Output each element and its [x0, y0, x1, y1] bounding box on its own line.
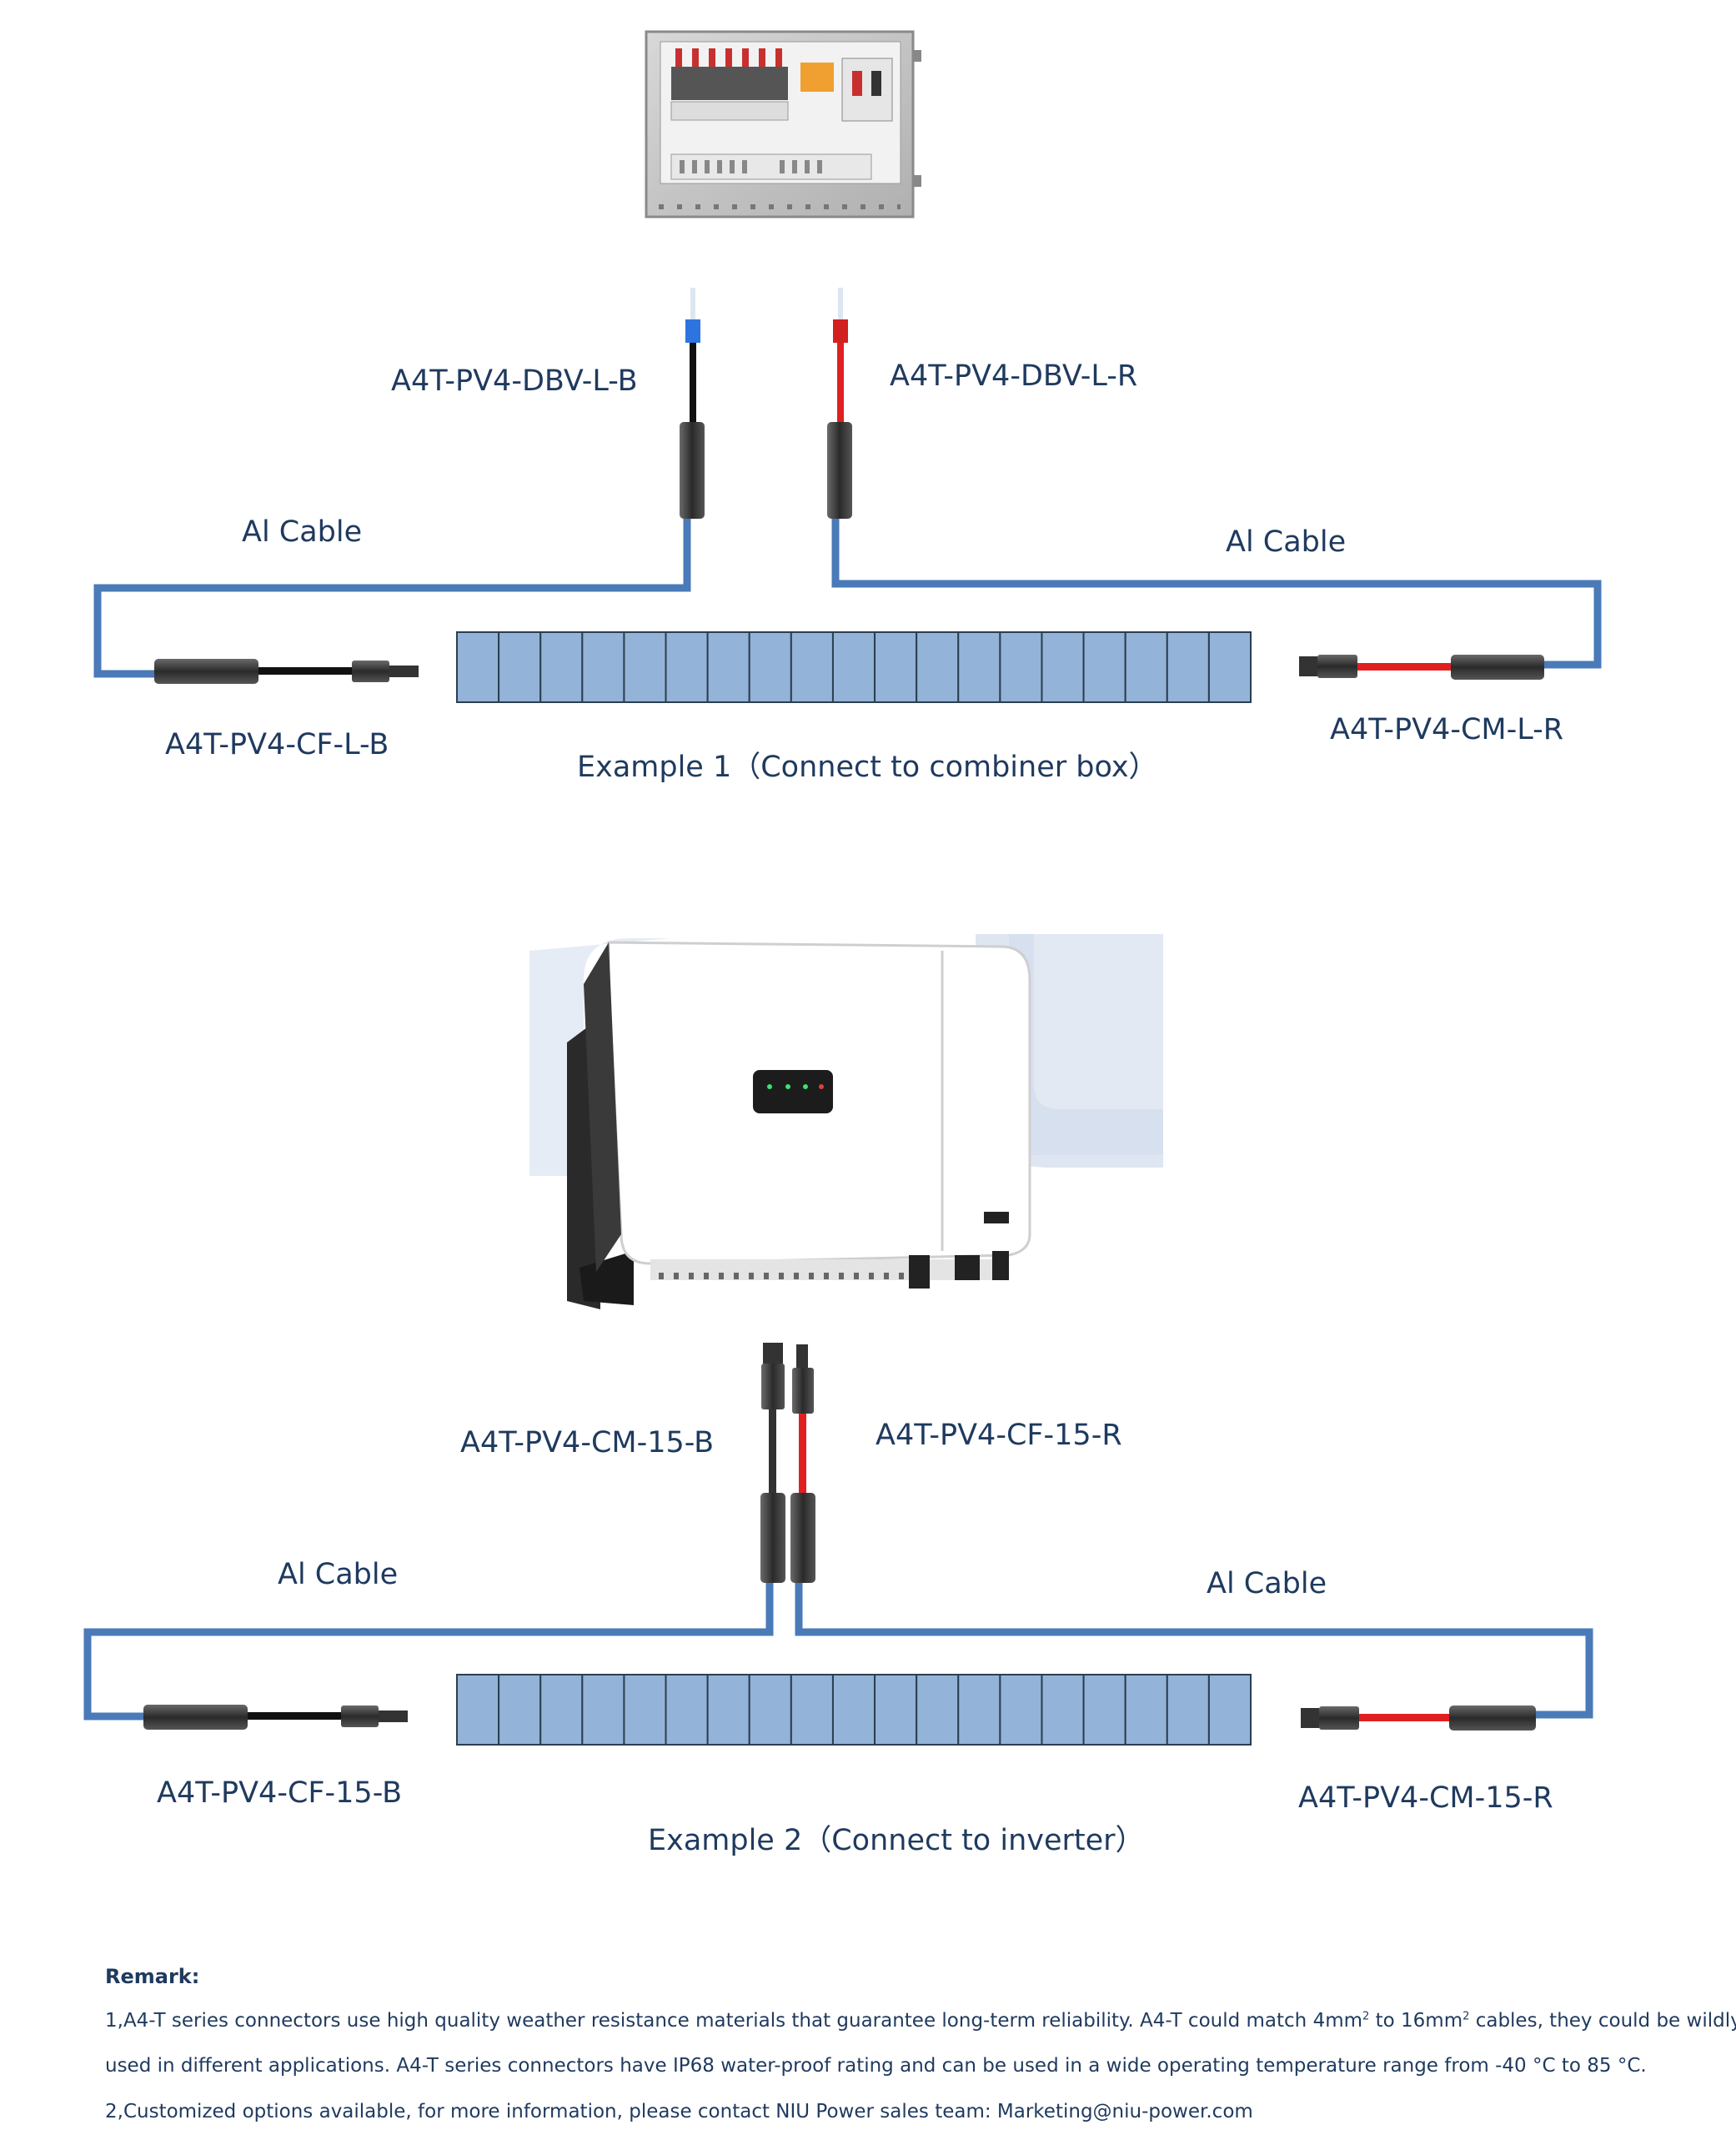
label-al-cable-right-2: Al Cable [1207, 1567, 1327, 1600]
dbv-connector-black [680, 288, 705, 519]
solar-panel-cell [665, 631, 709, 703]
solar-panel-cell [456, 631, 500, 703]
solar-panel-cell [1082, 1674, 1126, 1746]
cf-connector-red-2 [790, 1344, 815, 1583]
solar-panel-row-2 [456, 1674, 1252, 1746]
solar-panel-cell [706, 1674, 750, 1746]
solar-panel-cell [706, 631, 750, 703]
solar-panel-cell [999, 631, 1043, 703]
remark-title: Remark: [105, 1965, 200, 1988]
solar-panel-cell [581, 1674, 625, 1746]
solar-panel-cell [831, 631, 876, 703]
label-al-cable-left-1: Al Cable [242, 515, 363, 549]
solar-panel-cell [539, 1674, 584, 1746]
solar-panel-cell [1207, 1674, 1252, 1746]
solar-panel-cell [874, 1674, 918, 1746]
solar-panel-cell [456, 1674, 500, 1746]
label-dbv-l-b: A4T-PV4-DBV-L-B [391, 364, 638, 398]
label-al-cable-right-1: Al Cable [1226, 525, 1347, 559]
solar-panel-cell [957, 1674, 1001, 1746]
solar-panel-cell [916, 631, 960, 703]
solar-panel-cell [1082, 631, 1126, 703]
solar-panel-cell [1041, 631, 1085, 703]
solar-panel-cell [1207, 631, 1252, 703]
solar-panel-cell [748, 1674, 792, 1746]
solar-panel-cell [1124, 631, 1168, 703]
label-cm-l-r: A4T-PV4-CM-L-R [1330, 713, 1564, 746]
caption-example-1: Example 1（Connect to combiner box） [577, 751, 1158, 784]
al-cable-right-2 [795, 1576, 1593, 1719]
cf-connector-black-1 [154, 659, 419, 684]
label-dbv-l-r: A4T-PV4-DBV-L-R [890, 359, 1138, 393]
label-cf-15-b: A4T-PV4-CF-15-B [157, 1776, 403, 1810]
cm-connector-red-1 [1299, 655, 1544, 680]
solar-panel-cell [1124, 1674, 1168, 1746]
solar-panel-cell [623, 631, 667, 703]
remark-line-3: 2,Customized options available, for more… [105, 2101, 1253, 2122]
solar-panel-cell [539, 631, 584, 703]
solar-panel-cell [1166, 631, 1210, 703]
solar-panel-cell [498, 631, 542, 703]
combiner-box-image [645, 30, 921, 219]
cm-connector-black-2 [760, 1343, 785, 1583]
solar-panel-cell [999, 1674, 1043, 1746]
solar-panel-cell [874, 631, 918, 703]
solar-panel-cell [623, 1674, 667, 1746]
cm-connector-red-2 [1301, 1705, 1536, 1731]
solar-panel-cell [790, 1674, 834, 1746]
remark-line-1: 1,A4-T series connectors use high qualit… [105, 2010, 1736, 2032]
solar-panel-cell [498, 1674, 542, 1746]
al-cable-left-2 [83, 1576, 774, 1721]
solar-panel-row-1 [456, 631, 1252, 703]
label-cf-l-b: A4T-PV4-CF-L-B [165, 728, 389, 761]
label-cm-15-b: A4T-PV4-CM-15-B [460, 1426, 715, 1459]
label-cf-15-r: A4T-PV4-CF-15-R [876, 1419, 1122, 1452]
label-cm-15-r: A4T-PV4-CM-15-R [1298, 1781, 1553, 1815]
solar-panel-cell [790, 631, 834, 703]
inverter-image [529, 934, 1163, 1309]
caption-example-2: Example 2（Connect to inverter） [648, 1824, 1145, 1857]
dbv-connector-red [827, 288, 852, 519]
solar-panel-cell [1041, 1674, 1085, 1746]
solar-panel-cell [831, 1674, 876, 1746]
solar-panel-cell [748, 631, 792, 703]
al-cable-right-1 [831, 519, 1602, 669]
remark-line-2: used in different applications. A4-T ser… [105, 2055, 1647, 2077]
label-al-cable-left-2: Al Cable [278, 1558, 399, 1591]
solar-panel-cell [957, 631, 1001, 703]
solar-panel-cell [916, 1674, 960, 1746]
solar-panel-cell [581, 631, 625, 703]
cf-connector-black-2 [143, 1705, 408, 1730]
solar-panel-cell [1166, 1674, 1210, 1746]
al-cable-left-1 [93, 519, 691, 678]
solar-panel-cell [665, 1674, 709, 1746]
